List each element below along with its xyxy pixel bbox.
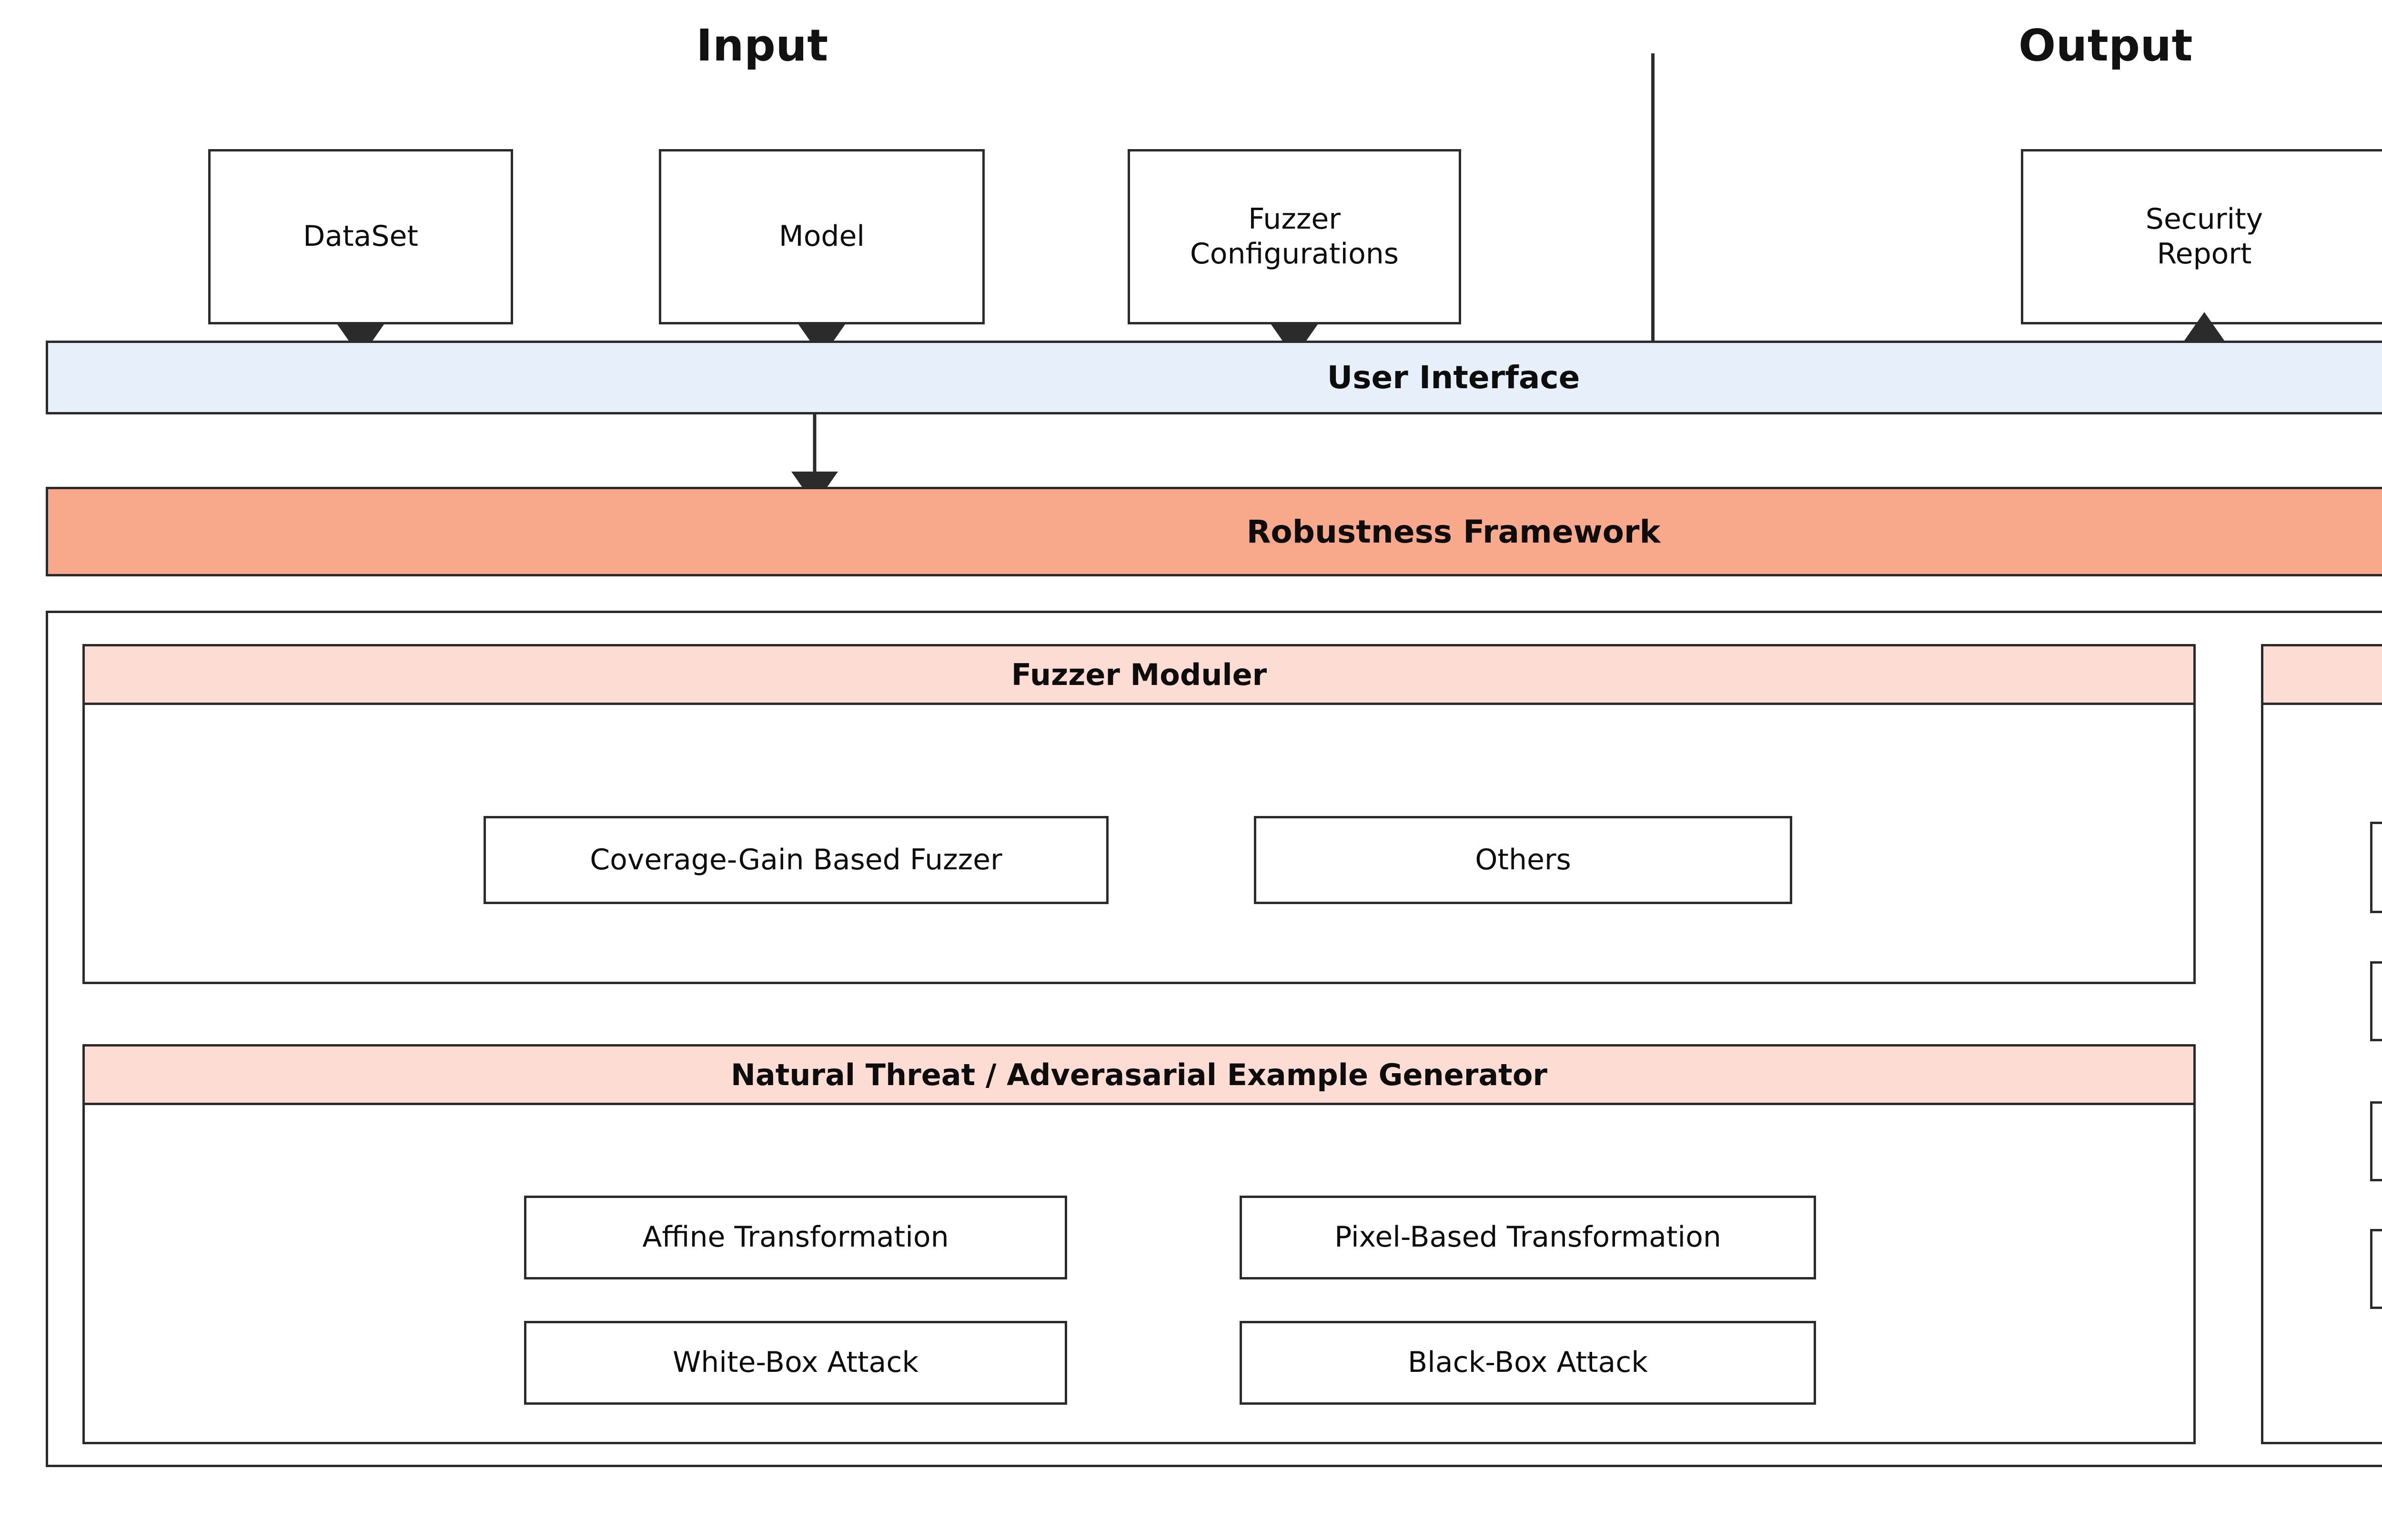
generator-item-pixel-based-transformation[interactable]: Pixel-Based Transformation [1240,1196,1816,1279]
fuzzer-item-others-label: Others [1475,843,1571,876]
input-node-model[interactable]: Model [659,149,985,324]
fuzzer-moduler-panel: Fuzzer Moduler [82,644,2196,984]
input-output-divider [1651,53,1655,354]
input-node-fuzzer-configurations[interactable]: Fuzzer Configurations [1128,149,1461,324]
robustness-framework-bar[interactable]: Robustness Framework [46,487,2382,576]
input-node-model-label: Model [778,220,865,253]
fuzzer-item-coverage-gain-based-fuzzer-label: Coverage-Gain Based Fuzzer [590,843,1002,876]
evaluation-title: Evaluation [2263,646,2382,705]
input-node-dataset-label: DataSet [303,220,418,253]
generator-item-pixel-based-transformation-label: Pixel-Based Transformation [1334,1220,1721,1254]
evaluation-panel: Evaluation [2261,644,2382,1444]
generator-item-white-box-attack[interactable]: White-Box Attack [524,1321,1067,1405]
fuzzer-moduler-title-label: Fuzzer Moduler [1011,657,1267,692]
user-interface-bar[interactable]: User Interface [46,341,2382,414]
output-node-security-report[interactable]: Security Report [2021,149,2382,324]
generator-panel: Natural Threat / Adverasarial Example Ge… [82,1044,2196,1444]
output-node-security-report-label: Security Report [2145,202,2263,271]
generator-item-black-box-attack[interactable]: Black-Box Attack [1240,1321,1816,1405]
input-node-dataset[interactable]: DataSet [208,149,513,324]
evaluation-item-others[interactable]: Others [2370,1229,2382,1309]
evaluation-item-coverage-utility[interactable]: Coverage Utility [2370,961,2382,1041]
fuzzer-item-others[interactable]: Others [1254,816,1792,904]
output-caption: Output [2018,20,2193,71]
generator-title: Natural Threat / Adverasarial Example Ge… [85,1047,2193,1105]
generator-item-affine-transformation[interactable]: Affine Transformation [524,1196,1067,1279]
input-node-fuzzer-configurations-label: Fuzzer Configurations [1190,202,1399,271]
user-interface-label: User Interface [1327,359,1580,396]
evaluation-item-classification-utility[interactable]: Classification Utility [2370,822,2382,913]
generator-item-white-box-attack-label: White-Box Attack [672,1346,919,1379]
fuzzer-moduler-title: Fuzzer Moduler [85,646,2193,705]
generator-item-black-box-attack-label: Black-Box Attack [1408,1346,1648,1379]
generator-item-affine-transformation-label: Affine Transformation [642,1220,949,1254]
evaluation-item-attack-utility[interactable]: Attack Utility [2370,1101,2382,1181]
robustness-framework-label: Robustness Framework [1246,513,1661,550]
generator-title-label: Natural Threat / Adverasarial Example Ge… [731,1057,1547,1092]
input-caption: Input [696,20,828,71]
fuzzer-item-coverage-gain-based-fuzzer[interactable]: Coverage-Gain Based Fuzzer [484,816,1109,904]
